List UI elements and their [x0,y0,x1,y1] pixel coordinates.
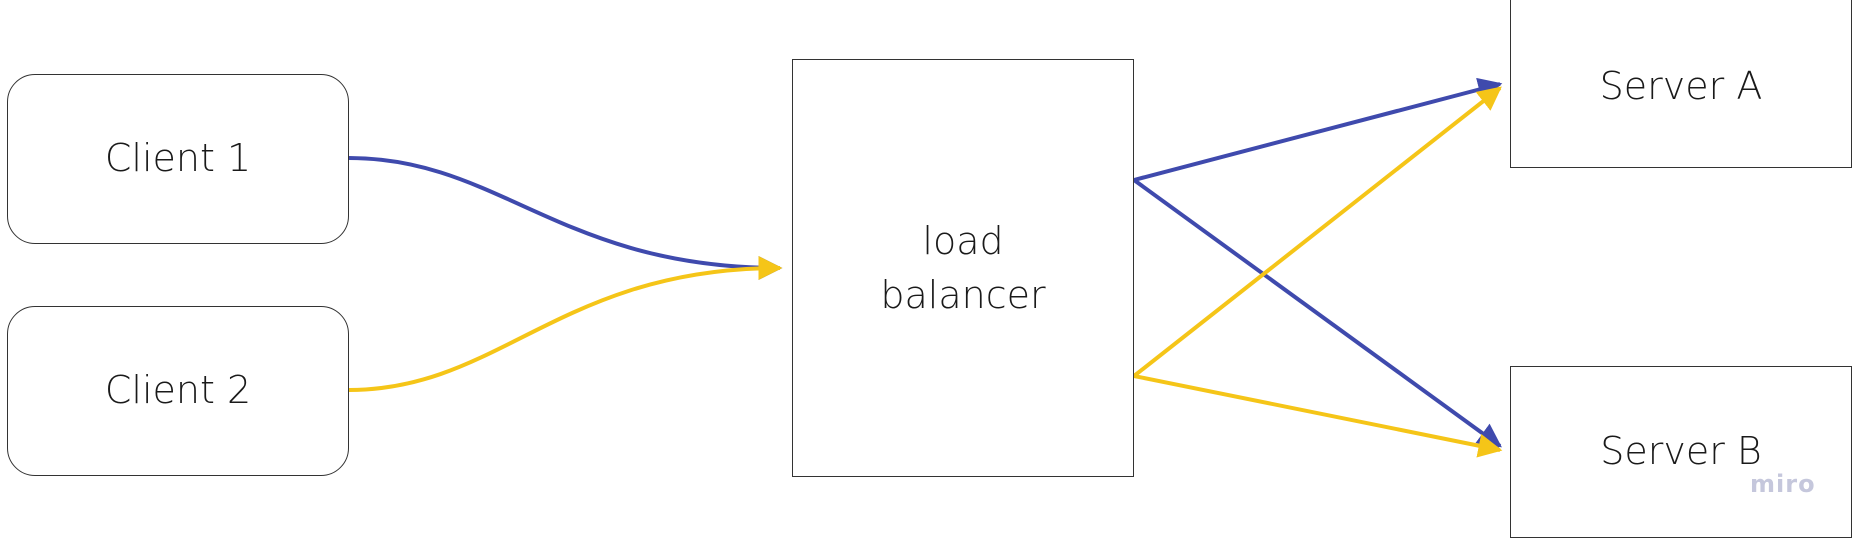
load-balancer-node[interactable]: load balancer [792,59,1134,477]
server-b-node[interactable]: Server B [1510,366,1852,538]
edge-lb-to-serverb-blue [1132,178,1502,448]
edge-client2-to-lb [348,256,783,392]
server-a-node[interactable]: Server A [1510,0,1852,168]
miro-watermark: miro [1750,470,1816,498]
edge-lb-to-servera-blue [1133,77,1503,182]
edge-lb-to-servera-yellow [1132,86,1502,378]
edge-lb-to-serverb-yellow [1133,374,1503,458]
client2-label: Client 2 [104,368,252,413]
client2-node[interactable]: Client 2 [7,306,349,476]
load-balancer-label: load balancer [880,219,1046,317]
server-b-label: Server B [1600,429,1762,474]
server-a-label: Server A [1599,64,1763,109]
client1-label: Client 1 [104,136,252,181]
edge-client1-to-lb [348,156,783,280]
client1-node[interactable]: Client 1 [7,74,349,244]
